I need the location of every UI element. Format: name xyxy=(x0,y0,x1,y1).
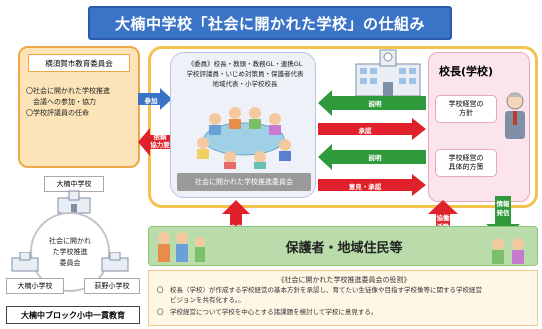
principal-icon xyxy=(505,92,525,139)
residents-icon xyxy=(492,238,524,264)
committee-box: 《委員》校長・教頭・教務GL・連携GL 学校評議員・いじめ対策員・保護者代表 地… xyxy=(170,52,316,198)
junior-high-building-icon xyxy=(57,190,91,214)
request-label-line: 協力要請 xyxy=(150,141,170,157)
ogino-elementary-building-icon xyxy=(101,252,129,272)
ohkusu-elementary-label: 大楠小学校 xyxy=(6,278,64,294)
role-notes-box: 《社会に開かれた学校推進委員会の役割》 〇 校長（学校）が作成する学校経営の基本… xyxy=(148,270,538,326)
city-board-item: 〇学校評議員の任命 xyxy=(26,109,89,117)
cluster-committee-line: た学校推進 xyxy=(52,248,88,256)
request-label: 依頼 協力要請 xyxy=(148,133,172,157)
opinion-up-arrow xyxy=(222,200,250,240)
ohkusu-elementary-building-icon xyxy=(11,252,39,272)
policy-measures-box: 学校経営の 具体的方策 xyxy=(435,149,497,177)
parents-icon xyxy=(158,232,205,262)
community-label: 保護者・地域住民等 xyxy=(285,240,403,256)
cluster-committee-text: 社会に開かれ た学校推進 委員会 xyxy=(32,236,108,269)
page-title: 大楠中学校「社会に開かれた学校」の仕組み xyxy=(88,6,452,40)
committee-member-line: 《委員》校長・教頭・教務GL・連携GL xyxy=(187,60,303,68)
opinion-arrow xyxy=(318,174,426,196)
approve-arrow xyxy=(318,118,426,140)
committee-members: 《委員》校長・教頭・教務GL・連携GL 学校評議員・いじめ対策員・保護者代表 地… xyxy=(177,59,313,89)
policy-box: 学校経営の 方針 xyxy=(435,95,497,123)
school-system-frame xyxy=(148,46,538,208)
committee-member-line: 学校評議員・いじめ対策員・保護者代表 xyxy=(186,70,304,78)
info-label-line: 発信 xyxy=(496,209,510,217)
policy-line: 学校経営の xyxy=(448,100,484,108)
cooperate-arrow xyxy=(428,200,458,240)
explain-arrow-2 xyxy=(318,144,426,170)
policy-line: 具体的方策 xyxy=(448,163,484,171)
request-arrow xyxy=(138,128,172,156)
info-label-line: 情報 xyxy=(496,200,510,208)
city-board-title: 横須賀市教育委員会 xyxy=(28,54,130,72)
principal-box: 校長(学校) 学校経営の 方針 学校経営の 具体的方策 xyxy=(428,52,530,202)
city-board-item: 会議への参加・協力 xyxy=(26,98,96,106)
approve-label: 承認 xyxy=(358,127,372,135)
city-board-item: 〇社会に開かれた学校推進 xyxy=(26,87,110,95)
community-band: 保護者・地域住民等 xyxy=(148,226,538,266)
cluster-committee-line: 委員会 xyxy=(59,259,81,267)
participate-arrow xyxy=(138,88,172,110)
info-label: 情報 発信 xyxy=(486,200,520,218)
request-label-line: 依頼 xyxy=(153,133,167,141)
committee-label: 社会に開かれた学校推進委員会 xyxy=(177,173,311,191)
block-education-label: 大楠中ブロック小中一貫教育 xyxy=(6,306,140,324)
role-notes-title: 《社会に開かれた学校推進委員会の役割》 xyxy=(277,276,411,284)
city-board-box: 横須賀市教育委員会 〇社会に開かれた学校推進 会議への参加・協力 〇学校評議員の… xyxy=(18,46,140,168)
participate-label: 参加 xyxy=(144,97,158,105)
explain-arrow xyxy=(318,90,426,116)
explain-label: 説明 xyxy=(368,100,382,108)
school-building-icon xyxy=(355,49,421,97)
policy-line: 方針 xyxy=(459,109,473,117)
explain-label-2: 説明 xyxy=(368,154,382,162)
cooperate-label-line: 協働 xyxy=(436,214,450,222)
role-note-line: 〇 学校経営について学校を中心とする諸課題を検討して学校に意見する。 xyxy=(157,308,378,316)
role-note-line: ビジョンを共有化する。。 xyxy=(157,296,245,304)
ogino-elementary-label: 荻野小学校 xyxy=(84,278,140,294)
policy-line: 学校経営の xyxy=(448,154,484,162)
meeting-illustration xyxy=(197,107,291,169)
opinion-label: 意見・承認 xyxy=(348,183,382,191)
committee-member-line: 地域代表・小学校校長 xyxy=(212,80,278,88)
cluster-committee-line: 社会に開かれ xyxy=(49,237,91,245)
role-note-line: 〇 校長（学校）が作成する学校経営の基本方針を承認し、育てたい生徒像や目指す学校… xyxy=(157,286,482,294)
principal-title: 校長(学校) xyxy=(438,65,494,78)
